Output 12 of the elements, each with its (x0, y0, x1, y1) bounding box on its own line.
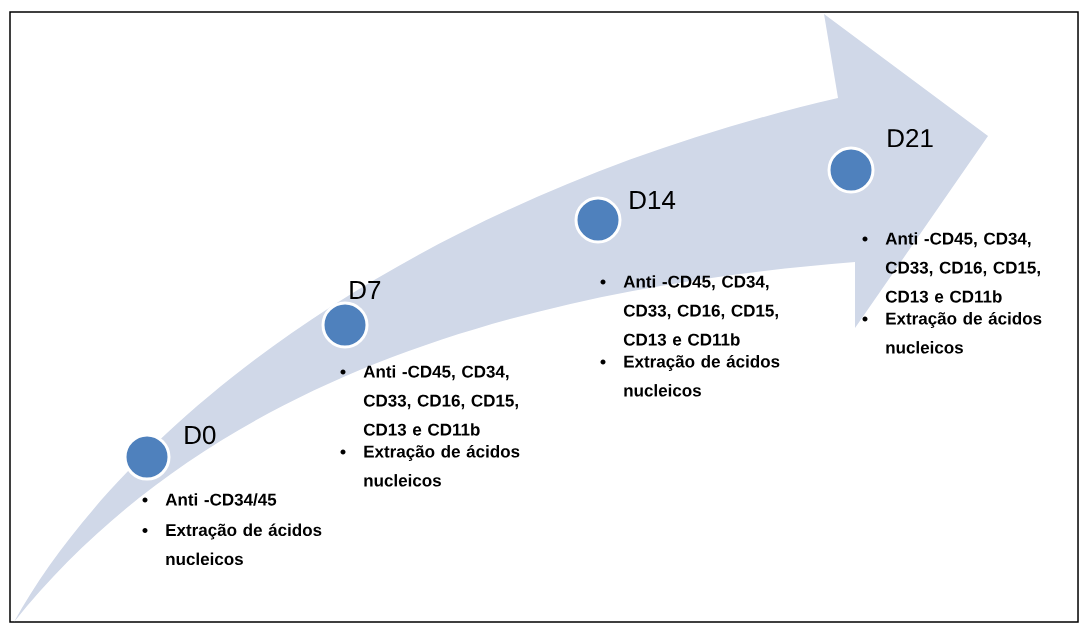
stage-label: D14 (630, 191, 676, 209)
list-item: Anti -CD45, CD34, CD33, CD16, CD15, CD13 e CD11b (363, 365, 518, 436)
list-item: Anti -CD34/45 (165, 493, 277, 506)
list-item: Extração de ácidos nucleicos (886, 311, 1042, 354)
list-item: Anti -CD45, CD34, CD33, CD16, CD15, CD13 e CD11b (885, 232, 1040, 303)
list-item: Anti -CD45, CD34, CD33, CD16, CD15, CD13 e CD11b (623, 275, 778, 346)
list-item: Extração de ácidos nucleicos (364, 444, 520, 487)
list-item: Extração de ácidos nucleicos (624, 354, 780, 397)
stage-label: D0 (185, 425, 216, 445)
list-item: Extração de ácidos nucleicos (166, 523, 322, 566)
stage-label: D21 (888, 128, 933, 148)
stage-label: D7 (350, 281, 381, 299)
